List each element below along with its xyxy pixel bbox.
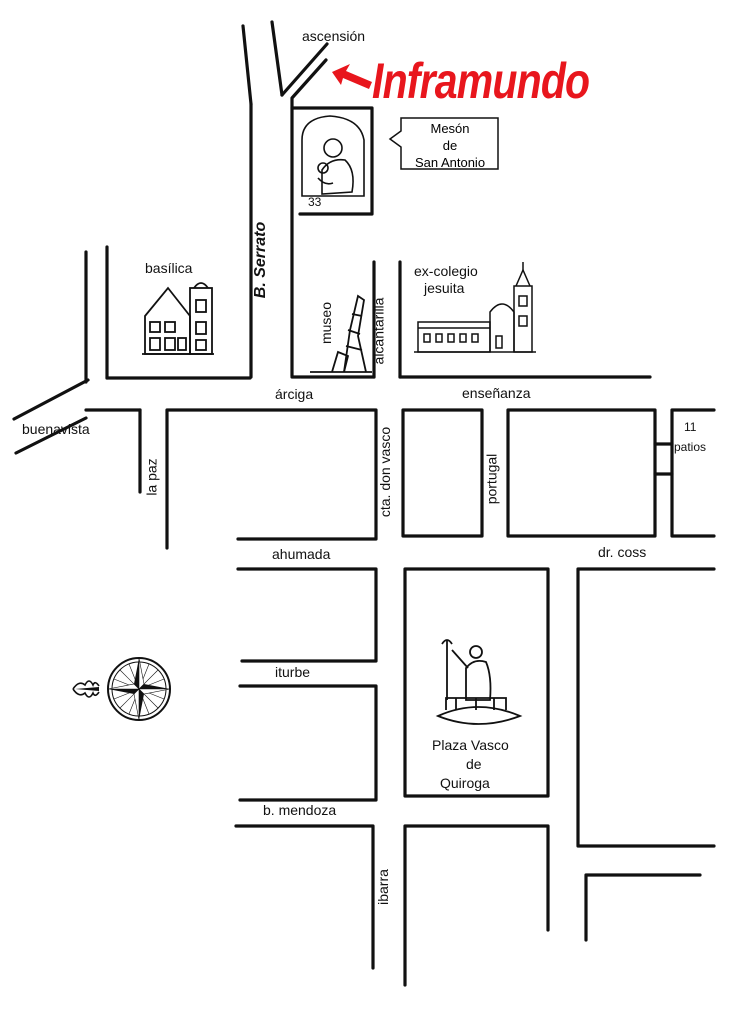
meson-line-3: San Antonio: [414, 155, 486, 170]
ex-colegio-icon: [414, 262, 536, 353]
street-line: [584, 873, 702, 942]
block-outline: [506, 408, 657, 538]
street-line: [280, 42, 329, 97]
saint-antonio-icon: [301, 115, 365, 197]
location-arrow-icon: [332, 64, 372, 89]
street-label-alcantarilla: alcantarilla: [370, 297, 387, 365]
street-line: [241, 24, 253, 106]
street-line: [12, 378, 90, 421]
street-label-ascension: ascensión: [302, 28, 366, 44]
landmark-label-basilica: basílica: [145, 260, 193, 276]
street-label-ahumada: ahumada: [272, 546, 331, 562]
street-label-buenavista: buenavista: [22, 421, 90, 437]
block-outline: [576, 567, 716, 848]
street-line: [270, 20, 284, 97]
landmark-label-jesuita: jesuita: [424, 280, 465, 296]
street-line: [234, 824, 375, 970]
landmark-label-ex-colegio: ex-colegio: [414, 263, 478, 279]
meson-speech-bubble: [388, 117, 499, 170]
landmark-label-plaza-line-2: de: [466, 756, 482, 772]
landmark-label-11: 11: [684, 420, 697, 434]
block-outline: [403, 567, 550, 798]
landmark-label-plaza-line-1: Plaza Vasco: [432, 737, 509, 753]
quiroga-statue-icon: [435, 639, 523, 725]
meson-line-2: de: [442, 138, 458, 153]
street-label-la-paz: la paz: [143, 458, 160, 496]
meson-block: [290, 106, 374, 216]
street-label-ibarra: ibarra: [374, 869, 391, 905]
street-line: [14, 416, 88, 455]
map-title: Inframundo: [372, 53, 590, 109]
meson-line-1: Mesón: [430, 121, 470, 136]
street-label-museo: museo: [318, 301, 335, 345]
meson-label: Mesón de San Antonio: [402, 120, 498, 171]
street-label-ensenanza: enseñanza: [462, 385, 531, 401]
street-label-dr-coss: dr. coss: [598, 544, 647, 560]
block-outline: [236, 567, 378, 663]
street-label-iturbe: iturbe: [275, 664, 311, 680]
street-line: [290, 58, 328, 378]
block-outline: [165, 408, 378, 550]
street-label-b-serrato: B. Serrato: [252, 221, 270, 299]
museo-ruins-icon: [310, 294, 372, 373]
landmark-label-patios: patios: [674, 440, 707, 454]
block-outline: [401, 408, 484, 538]
compass-rose-icon: [72, 657, 171, 721]
block-outline: [238, 684, 378, 802]
street-label-b-mendoza: b. mendoza: [263, 802, 337, 818]
street-label-cta-don-vasco: cta. don vasco: [377, 426, 394, 518]
basilica-icon: [142, 282, 214, 355]
meson-number: 33: [308, 195, 322, 209]
street-line: [403, 824, 550, 987]
street-label-portugal: portugal: [483, 453, 500, 505]
landmark-label-plaza-line-3: Quiroga: [440, 775, 490, 791]
street-label-arciga: árciga: [275, 386, 314, 402]
